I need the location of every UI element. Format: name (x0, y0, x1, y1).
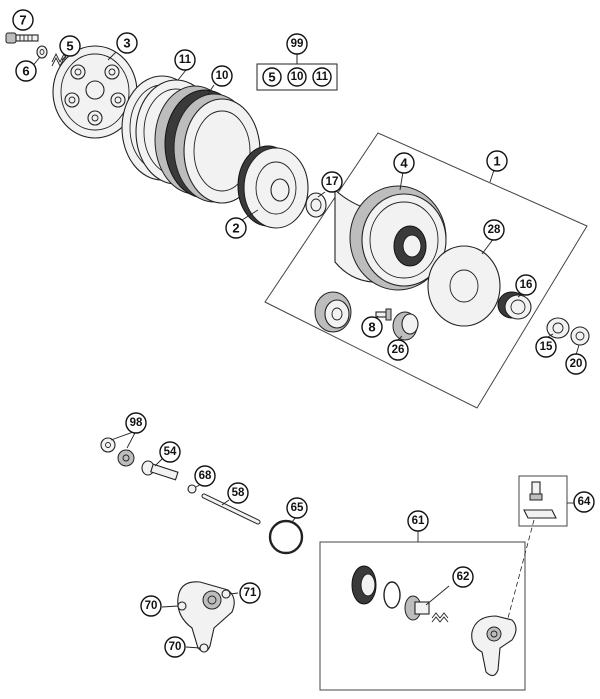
callout-16: 16 (515, 274, 537, 296)
callout-15: 15 (535, 336, 557, 358)
svg-text:5: 5 (268, 70, 275, 85)
pressure-plate-3 (52, 45, 138, 139)
bushing-26 (392, 311, 419, 341)
svg-text:98: 98 (130, 417, 143, 429)
svg-text:28: 28 (488, 224, 501, 236)
callout-68: 68 (194, 465, 216, 487)
push-rod-58 (201, 493, 261, 525)
callout-70-bottom: 70 (164, 636, 186, 658)
bleeder-valve-64 (523, 481, 557, 519)
svg-text:62: 62 (457, 571, 470, 583)
callout-2: 2 (225, 217, 247, 239)
svg-text:71: 71 (244, 587, 257, 599)
svg-text:64: 64 (578, 496, 591, 508)
svg-text:1: 1 (493, 154, 500, 169)
callout-71: 71 (239, 582, 261, 604)
clutch-basket-frame (264, 132, 588, 409)
o-ring-small (383, 581, 401, 609)
svg-text:2: 2 (232, 221, 239, 236)
clutch-slave-frame (319, 541, 526, 691)
callout-11: 11 (174, 49, 196, 71)
ball-68 (187, 484, 197, 494)
svg-text:70: 70 (145, 600, 158, 612)
svg-text:10: 10 (291, 71, 304, 83)
svg-text:70: 70 (169, 641, 182, 653)
callout-64: 64 (573, 491, 595, 513)
slave-cylinder-housing (177, 581, 235, 653)
svg-text:54: 54 (164, 446, 177, 458)
clutch-basket-4 (334, 185, 447, 291)
spring-small (431, 612, 449, 623)
callout-10: 10 (211, 65, 233, 87)
callout-28: 28 (483, 219, 505, 241)
bleeder-frame (518, 475, 568, 527)
inner-clutch-hub-2 (237, 145, 309, 229)
sleeve-15 (546, 317, 570, 339)
svg-text:61: 61 (412, 515, 425, 527)
svg-text:4: 4 (400, 156, 408, 171)
svg-text:65: 65 (291, 502, 304, 514)
callout-58: 58 (227, 482, 249, 504)
callout-6: 6 (15, 60, 37, 82)
svg-text:26: 26 (392, 344, 405, 356)
washer-6 (36, 45, 48, 59)
piston-62 (404, 595, 430, 621)
svg-text:15: 15 (540, 341, 553, 353)
callout-98: 98 (125, 412, 147, 434)
svg-text:17: 17 (326, 176, 339, 188)
kit-99-item-11: 11 (312, 67, 332, 87)
washer-20 (570, 326, 590, 346)
primary-gear (314, 291, 352, 333)
svg-text:3: 3 (123, 36, 130, 51)
callout-99: 99 (286, 33, 308, 55)
bolt-7 (5, 32, 39, 44)
svg-text:20: 20 (570, 358, 583, 370)
callout-5: 5 (59, 35, 81, 57)
callout-7: 7 (12, 9, 34, 31)
svg-text:68: 68 (199, 470, 212, 482)
callout-4: 4 (393, 152, 415, 174)
callout-61: 61 (407, 510, 429, 532)
callout-8: 8 (361, 316, 383, 338)
svg-text:58: 58 (232, 487, 245, 499)
needle-bearing-16 (497, 291, 532, 320)
kit-99-item-10: 10 (287, 67, 307, 87)
svg-text:16: 16 (520, 279, 533, 291)
washer-set-98 (100, 437, 135, 467)
callout-1: 1 (486, 150, 508, 172)
callout-20: 20 (565, 353, 587, 375)
callout-62: 62 (452, 566, 474, 588)
o-ring-65 (268, 519, 304, 555)
kit-99-item-5: 5 (262, 67, 282, 87)
callout-26: 26 (387, 339, 409, 361)
svg-text:99: 99 (291, 38, 304, 50)
bleeder-dash-line (507, 519, 535, 619)
slave-cylinder-body (471, 615, 517, 677)
svg-text:11: 11 (179, 54, 192, 66)
svg-text:11: 11 (316, 71, 329, 83)
push-rod-piece-54 (141, 460, 179, 481)
thrust-washer-28 (427, 245, 501, 327)
svg-text:8: 8 (368, 320, 375, 335)
callout-70-top: 70 (140, 595, 162, 617)
callout-54: 54 (159, 441, 181, 463)
callout-65: 65 (286, 497, 308, 519)
callout-17: 17 (321, 171, 343, 193)
svg-text:10: 10 (216, 70, 229, 82)
callout-3: 3 (116, 32, 138, 54)
svg-text:7: 7 (19, 13, 26, 28)
screw-8 (375, 308, 392, 321)
washer-17 (305, 192, 327, 218)
svg-text:6: 6 (22, 64, 29, 79)
svg-text:5: 5 (66, 39, 73, 54)
seal-ring (351, 565, 377, 605)
